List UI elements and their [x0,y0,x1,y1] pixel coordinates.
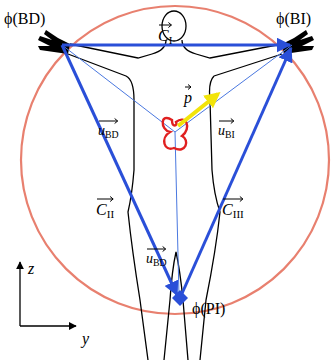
human-figure [68,11,282,360]
dipole-label: p [184,84,192,107]
axis-label: y [82,330,89,348]
electrode-label: ϕ(BI) [276,10,311,28]
vector-arrow [222,196,244,202]
vector-arrow [158,22,172,28]
vector-arrow [98,118,119,124]
vector-arrow [146,246,167,252]
circle [21,6,329,314]
electrode-marker [172,290,188,306]
lead-label: CI [158,22,172,47]
vector-arrow [184,84,192,90]
axis-label: z [28,260,34,278]
vector-arrow [218,118,235,124]
vector-arrow [96,196,114,202]
lead-label: CIII [222,196,244,221]
electrode-label: ϕ(BD) [4,10,45,28]
electrode-label: ϕ(PI) [192,300,225,318]
unit-line [62,45,292,296]
lead-label: CII [96,196,114,221]
hand [38,30,314,54]
lead-vector [62,45,291,298]
unit-vector-label: uBI [218,118,235,141]
unit-vector-label: uBD [146,246,167,269]
unit-vector-label: uBD [98,118,119,141]
